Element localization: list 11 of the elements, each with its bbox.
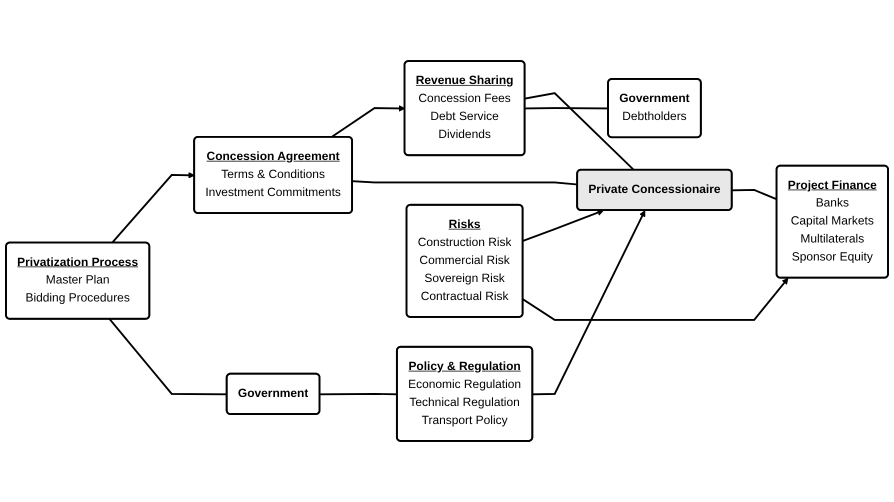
connector [732,188,778,200]
arrow [111,172,195,244]
connector [525,107,608,110]
connector [320,392,398,396]
arrow [522,278,788,321]
connector [524,92,635,171]
arrow [532,210,646,396]
arrow [330,105,406,138]
connector [352,180,578,186]
arrow [522,210,604,242]
connector [108,318,228,396]
